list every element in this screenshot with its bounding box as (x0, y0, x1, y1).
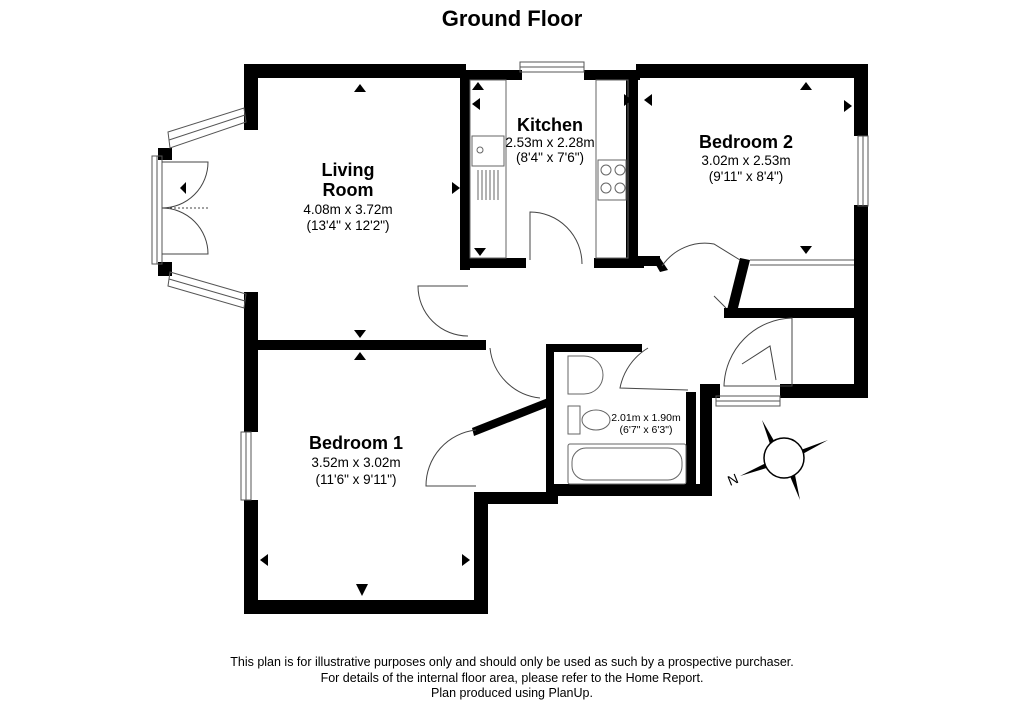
windows (151, 61, 869, 501)
bedroom2-label: Bedroom 2 3.02m x 2.53m (9'11" x 8'4") (699, 132, 793, 184)
compass-label: N (725, 470, 740, 489)
bathroom-imperial: (6'7" x 6'3") (620, 424, 673, 436)
kitchen-imperial: (8'4" x 7'6") (516, 150, 584, 165)
living-room-name-line2: Room (323, 180, 374, 200)
kitchen-label: Kitchen 2.53m x 2.28m (8'4" x 7'6") (505, 115, 594, 165)
bathroom-fixtures (567, 355, 687, 485)
exterior-walls (158, 64, 868, 614)
compass-rose (740, 420, 828, 500)
plan-title: Ground Floor (441, 6, 583, 31)
kitchen-metric: 2.53m x 2.28m (505, 135, 594, 150)
disclaimer-line-2: For details of the internal floor area, … (320, 670, 704, 685)
bedroom1-imperial: (11'6" x 9'11") (315, 472, 396, 487)
dimension-markers (180, 82, 852, 596)
interior-walls (258, 78, 868, 496)
kitchen-name: Kitchen (517, 115, 583, 135)
living-room-name-line1: Living (322, 160, 375, 180)
kitchen-fixtures (469, 79, 629, 259)
living-room-imperial: (13'4" x 12'2") (306, 218, 389, 233)
disclaimer-line-1: This plan is for illustrative purposes o… (230, 655, 794, 669)
bedroom2-imperial: (9'11" x 8'4") (709, 169, 784, 184)
bedroom2-metric: 3.02m x 2.53m (701, 153, 790, 168)
bathroom-label: 2.01m x 1.90m (6'7" x 6'3") (611, 412, 681, 436)
doors (161, 161, 793, 487)
living-room-metric: 4.08m x 3.72m (303, 202, 392, 217)
living-room-label: Living Room 4.08m x 3.72m (13'4" x 12'2"… (303, 160, 392, 233)
bedroom1-name: Bedroom 1 (309, 433, 403, 453)
bedroom2-name: Bedroom 2 (699, 132, 793, 152)
bedroom1-label: Bedroom 1 3.52m x 3.02m (11'6" x 9'11") (309, 433, 403, 487)
disclaimer-footer: This plan is for illustrative purposes o… (0, 655, 1024, 702)
disclaimer-line-3: Plan produced using PlanUp. (431, 686, 593, 700)
bedroom1-metric: 3.52m x 3.02m (311, 455, 400, 470)
bathroom-metric: 2.01m x 1.90m (611, 412, 681, 424)
